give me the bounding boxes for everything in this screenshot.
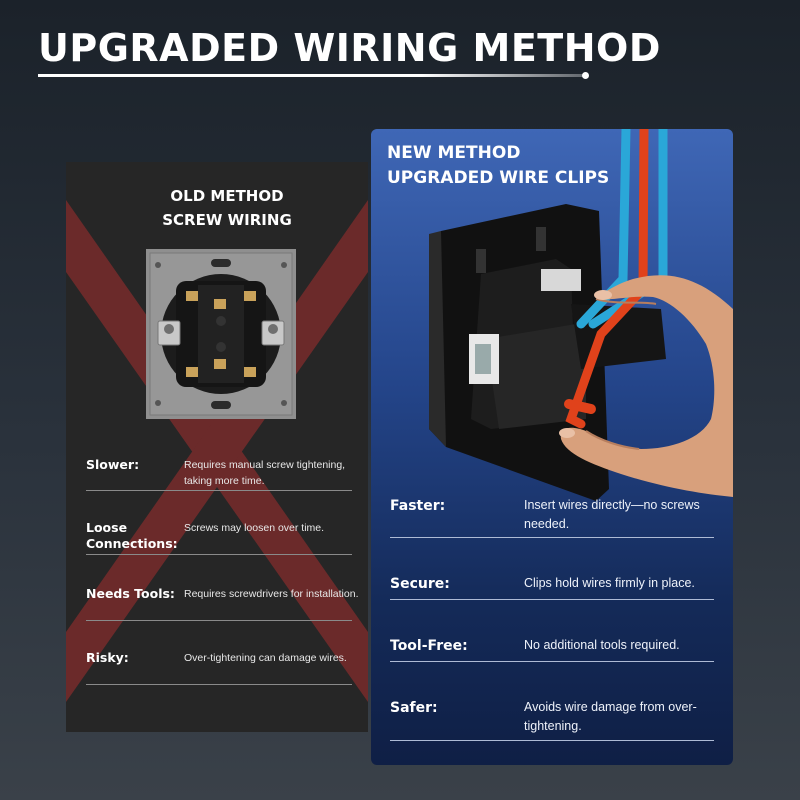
old-row-needs-tools: Needs Tools: Requires screwdrivers for i…: [86, 586, 358, 621]
old-row-slower: Slower: Requires manual screw tightening…: [86, 457, 352, 491]
new-row-desc: Avoids wire damage from over-tightening.: [524, 700, 697, 733]
old-row-label: Needs Tools:: [86, 586, 175, 601]
new-row-label: Tool-Free:: [390, 638, 468, 654]
new-row-label: Safer:: [390, 700, 438, 716]
old-method-heading-line1: OLD METHOD: [170, 187, 284, 205]
old-row-label: Loose Connections:: [86, 520, 178, 551]
old-row-loose-connections: Loose Connections: Screws may loosen ove…: [86, 520, 352, 555]
title-underline-dot: [582, 72, 589, 79]
title-underline: [38, 74, 586, 77]
new-row-tool-free: Tool-Free: No additional tools required.: [390, 636, 714, 662]
new-row-desc: No additional tools required.: [524, 638, 680, 652]
wires: [564, 129, 668, 429]
hand: [559, 275, 733, 497]
new-method-heading-line2: UPGRADED WIRE CLIPS: [387, 168, 610, 188]
new-method-heading-line1: NEW METHOD: [387, 143, 521, 163]
socket-frame: [429, 204, 666, 501]
old-method-card: OLD METHOD SCREW WIRING Slower: Requires…: [66, 162, 368, 732]
old-method-heading: OLD METHOD SCREW WIRING: [66, 184, 368, 232]
wire-clip-socket-image: [429, 129, 733, 501]
new-row-label: Faster:: [390, 498, 446, 514]
old-row-desc: Requires manual screw tightening, taking…: [184, 459, 346, 487]
old-row-label: Slower:: [86, 457, 140, 472]
page-title: UPGRADED WIRING METHOD: [38, 26, 661, 70]
red-cross-mark: [66, 200, 368, 702]
new-method-card: NEW METHOD UPGRADED WIRE CLIPS Faster: I…: [371, 129, 733, 765]
old-row-desc: Requires screwdrivers for installation.: [184, 588, 359, 600]
screw-socket-image: [146, 249, 296, 419]
new-row-desc: Insert wires directly—no screws needed.: [524, 498, 700, 531]
old-row-desc: Screws may loosen over time.: [184, 522, 325, 534]
old-row-desc: Over-tightening can damage wires.: [184, 652, 347, 664]
new-method-heading: NEW METHOD UPGRADED WIRE CLIPS: [387, 141, 609, 191]
new-row-safer: Safer: Avoids wire damage from over-tigh…: [390, 698, 714, 741]
old-row-risky: Risky: Over-tightening can damage wires.: [86, 650, 352, 685]
new-row-desc: Clips hold wires firmly in place.: [524, 576, 695, 590]
new-row-label: Secure:: [390, 576, 450, 592]
old-row-label: Risky:: [86, 650, 129, 665]
new-row-faster: Faster: Insert wires directly—no screws …: [390, 496, 714, 538]
old-method-heading-line2: SCREW WIRING: [162, 211, 292, 229]
new-row-secure: Secure: Clips hold wires firmly in place…: [390, 574, 714, 600]
